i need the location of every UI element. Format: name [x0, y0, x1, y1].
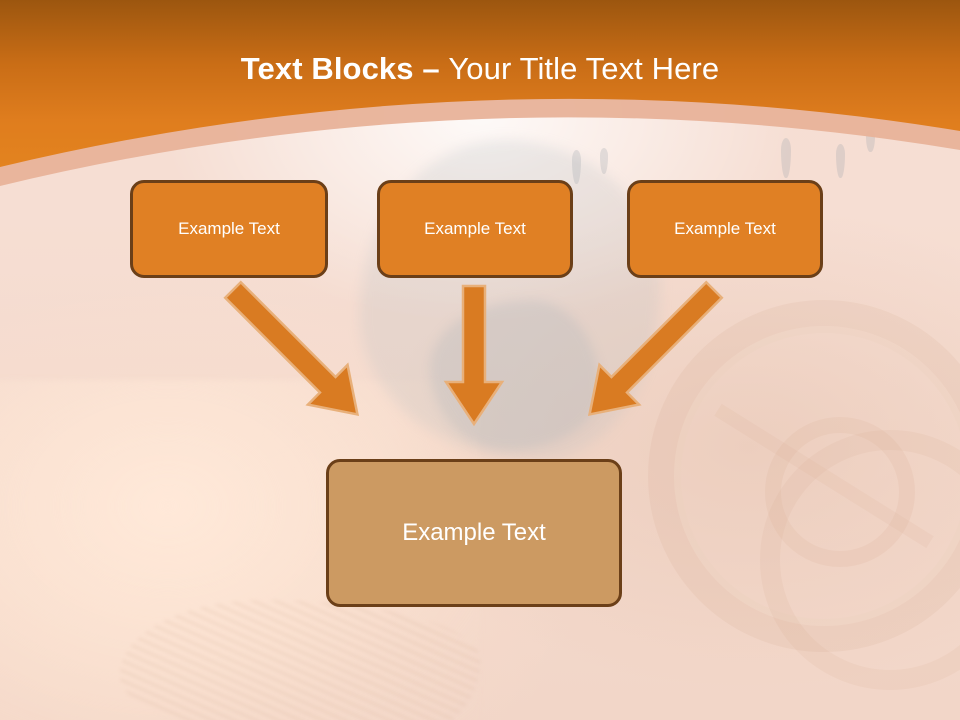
drip-mark-3 — [781, 138, 791, 178]
page-title-bold: Text Blocks – — [240, 51, 449, 86]
drip-mark-1 — [572, 150, 581, 184]
header-curve-shape — [0, 0, 960, 186]
text-block-3[interactable]: Example Text — [627, 180, 823, 278]
background-texture-patch — [120, 600, 480, 720]
drip-mark-2 — [600, 148, 608, 174]
background-splatter-shape-small — [430, 300, 600, 450]
text-block-3-label: Example Text — [674, 219, 776, 238]
text-block-1-label: Example Text — [178, 219, 280, 238]
drip-mark-5 — [866, 130, 875, 152]
result-text-block[interactable]: Example Text — [326, 459, 622, 607]
text-block-2-label: Example Text — [424, 219, 526, 238]
text-block-2[interactable]: Example Text — [377, 180, 573, 278]
result-text-block-label: Example Text — [402, 519, 546, 546]
page-title: Text Blocks – Your Title Text Here — [0, 50, 960, 88]
slide-header-band — [0, 0, 960, 200]
drip-mark-4 — [836, 144, 845, 178]
text-block-1[interactable]: Example Text — [130, 180, 328, 278]
page-title-light: Your Title Text Here — [448, 51, 720, 86]
